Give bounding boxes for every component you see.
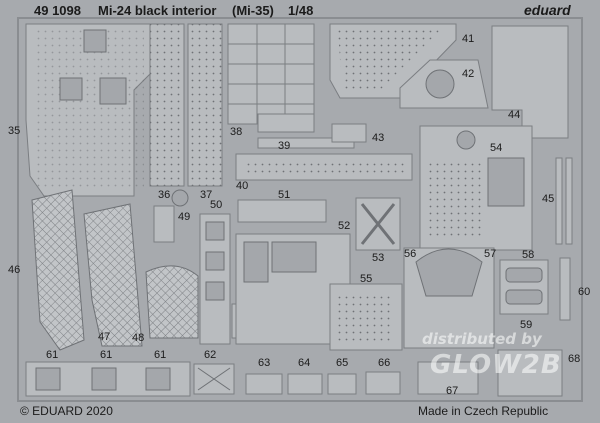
part-label-38: 38	[230, 126, 243, 138]
part-label-59: 59	[520, 319, 533, 331]
part-label-58: 58	[522, 249, 535, 261]
copyright-text: © EDUARD 2020	[20, 404, 113, 418]
scale: 1/48	[288, 3, 314, 18]
part-label-50: 50	[210, 199, 223, 211]
part-label-57: 57	[484, 248, 497, 260]
part-label-63: 63	[258, 357, 271, 369]
part-label-39: 39	[278, 140, 291, 152]
part-label-55: 55	[360, 273, 373, 285]
part-label-41: 41	[462, 33, 475, 45]
part-label-60: 60	[578, 286, 591, 298]
distributor-watermark-line1: distributed by	[422, 330, 542, 348]
part-label-61b: 61	[100, 349, 113, 361]
part-label-65: 65	[336, 357, 349, 369]
part-label-66: 66	[378, 357, 391, 369]
part-label-44: 44	[508, 109, 521, 121]
part-label-37: 37	[200, 189, 213, 201]
part-label-62: 62	[204, 349, 217, 361]
part-label-67: 67	[446, 385, 459, 397]
part-label-40: 40	[236, 180, 249, 192]
distributor-watermark-logo: GLOW2B	[430, 350, 562, 380]
part-label-35: 35	[8, 125, 21, 137]
part-label-46: 46	[8, 264, 21, 276]
part-label-51: 51	[278, 189, 291, 201]
part-label-49: 49	[178, 211, 191, 223]
eduard-logo: eduard	[524, 2, 571, 18]
part-label-64: 64	[298, 357, 311, 369]
part-label-42: 42	[462, 68, 475, 80]
part-label-61c: 61	[154, 349, 167, 361]
part-label-56: 56	[404, 248, 417, 260]
set-number: 49 1098	[34, 3, 81, 18]
product-subtitle: (Mi-35)	[232, 3, 274, 18]
origin-text: Made in Czech Republic	[418, 404, 549, 418]
part-label-68: 68	[568, 353, 581, 365]
part-label-43: 43	[372, 132, 385, 144]
part-label-61a: 61	[46, 349, 59, 361]
part-label-36: 36	[158, 189, 171, 201]
part-label-53: 53	[372, 252, 385, 264]
part-label-45: 45	[542, 193, 555, 205]
fret-frame	[17, 17, 583, 402]
part-label-52: 52	[338, 220, 351, 232]
part-label-54: 54	[490, 142, 503, 154]
product-title: Mi-24 black interior	[98, 3, 217, 18]
part-label-47: 47	[98, 331, 111, 343]
part-label-48: 48	[132, 332, 145, 344]
